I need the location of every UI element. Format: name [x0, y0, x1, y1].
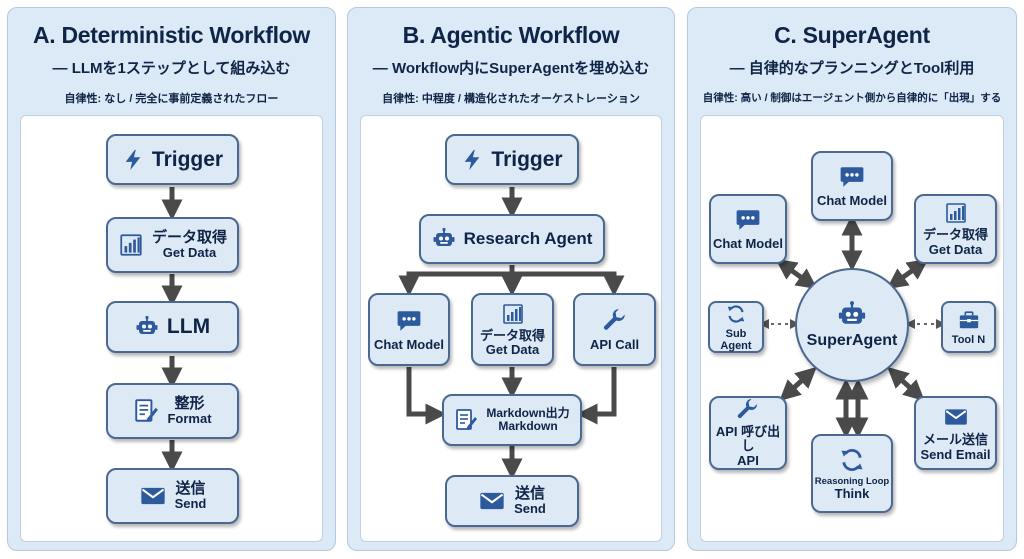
lightning-icon [122, 149, 144, 171]
node-markdown-en: Markdown [498, 419, 558, 433]
edge-api-markdown [576, 367, 617, 425]
edit-document-icon [454, 408, 478, 432]
edge-hub-email [887, 366, 925, 402]
envelope-icon [139, 482, 167, 510]
node-chat-model-label: Chat Model [373, 336, 445, 352]
node-api-call[interactable]: API Call [573, 293, 656, 366]
node-reasoning-loop[interactable]: Reasoning Loop Think [811, 434, 893, 513]
edge-research-api [512, 271, 625, 297]
edge-chat-markdown [406, 367, 447, 425]
robot-icon [135, 315, 159, 339]
edge-hub-api [779, 366, 817, 402]
node-get-data-en: Get Data [485, 342, 540, 357]
node-api-jp: API 呼び出し [715, 424, 781, 454]
cycle-arrows-icon [725, 303, 747, 325]
node-think-label: Think [834, 486, 870, 502]
bar-chart-icon [944, 201, 968, 225]
node-send-email[interactable]: メール送信 Send Email [914, 396, 997, 470]
node-llm[interactable]: LLM [106, 301, 239, 353]
panel-agentic-workflow: B. Agentic Workflow — Workflow内にSuperAge… [347, 7, 675, 551]
panel-b-title: B. Agentic Workflow [402, 22, 620, 48]
bar-chart-icon [501, 302, 525, 326]
node-get-data-jp: データ取得 [151, 228, 227, 246]
robot-icon [837, 300, 867, 330]
node-email-jp: メール送信 [922, 432, 988, 448]
chat-bubble-icon [839, 164, 865, 190]
panel-c-autonomy: 自律性: 高い / 制御はエージェント側から自律的に「出現」する [702, 92, 1002, 104]
node-email-en: Send Email [920, 446, 991, 462]
envelope-icon [943, 404, 969, 430]
edge-hub-chat-left [775, 258, 818, 290]
node-format-en: Format [167, 411, 212, 427]
node-sub-agent[interactable]: Sub Agent [708, 301, 764, 353]
node-sub-agent-label: Sub Agent [720, 327, 752, 352]
panel-a-title: A. Deterministic Workflow [32, 22, 311, 48]
node-api-call[interactable]: API 呼び出し API [709, 396, 787, 470]
lightning-icon [461, 149, 483, 171]
panel-deterministic-workflow: A. Deterministic Workflow — LLMを1ステップとして… [7, 7, 336, 551]
node-superagent-label: SuperAgent [806, 332, 898, 349]
node-chat-model-left[interactable]: Chat Model [709, 194, 787, 264]
node-tool-n[interactable]: Tool N [941, 301, 996, 353]
chat-bubble-icon [735, 207, 761, 233]
robot-icon [432, 227, 456, 251]
node-format[interactable]: 整形 Format [106, 383, 239, 439]
chat-bubble-icon [396, 308, 422, 334]
node-reasoning-label: Reasoning Loop [814, 475, 890, 487]
node-get-data[interactable]: データ取得 Get Data [106, 217, 239, 273]
node-llm-label: LLM [166, 315, 211, 338]
node-chat-model-top[interactable]: Chat Model [811, 151, 893, 221]
cycle-arrows-icon [838, 446, 866, 474]
node-research-agent[interactable]: Research Agent [419, 214, 605, 264]
wrench-icon [736, 398, 760, 422]
panel-c-title: C. SuperAgent [774, 22, 930, 48]
node-send-en: Send [514, 501, 546, 517]
node-format-jp: 整形 [174, 394, 205, 412]
node-research-agent-label: Research Agent [463, 229, 593, 248]
node-get-data-en: Get Data [928, 241, 983, 257]
panel-b-subtitle: — Workflow内にSuperAgentを埋め込む [372, 60, 650, 77]
bar-chart-icon [118, 232, 144, 258]
panel-a-subtitle: — LLMを1ステップとして組み込む [52, 60, 291, 77]
edge-research-chat [398, 265, 515, 297]
panel-superagent: C. SuperAgent — 自律的なプランニングとTool利用 自律性: 高… [687, 7, 1017, 551]
node-send-jp: 送信 [175, 479, 206, 497]
node-send[interactable]: 送信 Send [106, 468, 239, 524]
panel-b-canvas: Trigger Research Agent Chat Model データ取得 … [360, 115, 662, 542]
node-markdown-output[interactable]: Markdown出力 Markdown [442, 394, 582, 446]
node-superagent-hub[interactable]: SuperAgent [795, 268, 909, 382]
node-trigger[interactable]: Trigger [445, 134, 579, 185]
node-send[interactable]: 送信 Send [445, 475, 579, 527]
node-get-data-jp: データ取得 [922, 227, 988, 243]
node-trigger-label: Trigger [151, 147, 224, 171]
panel-a-canvas: Trigger データ取得 Get Data LLM 整形 Format 送信 [20, 115, 323, 542]
node-get-data[interactable]: データ取得 Get Data [914, 194, 997, 264]
toolbox-icon [958, 309, 980, 331]
edge-hub-getdata [886, 258, 929, 290]
panel-a-autonomy: 自律性: なし / 完全に事前定義されたフロー [64, 93, 279, 105]
node-trigger-label: Trigger [491, 147, 563, 171]
node-markdown-jp: Markdown出力 [486, 405, 570, 420]
edit-document-icon [133, 398, 159, 424]
panel-b-autonomy: 自律性: 中程度 / 構造化されたオーケストレーション [382, 93, 640, 105]
node-get-data[interactable]: データ取得 Get Data [471, 293, 554, 366]
node-api-en: API [737, 452, 759, 468]
node-tool-n-label: Tool N [951, 333, 986, 346]
node-chat-model-top-label: Chat Model [816, 193, 888, 208]
panel-c-subtitle: — 自律的なプランニングとTool利用 [729, 60, 975, 77]
node-send-jp: 送信 [514, 484, 545, 502]
node-chat-model-left-label: Chat Model [712, 236, 784, 251]
node-api-call-label: API Call [589, 336, 640, 352]
node-trigger[interactable]: Trigger [106, 134, 239, 185]
node-get-data-en: Get Data [162, 245, 217, 261]
panel-c-canvas: SuperAgent Chat Model Chat Model データ取得 G… [700, 115, 1004, 542]
node-get-data-jp: データ取得 [479, 327, 545, 343]
node-chat-model[interactable]: Chat Model [368, 293, 450, 366]
envelope-icon [478, 487, 506, 515]
wrench-icon [602, 308, 628, 334]
node-send-en: Send [174, 496, 207, 512]
